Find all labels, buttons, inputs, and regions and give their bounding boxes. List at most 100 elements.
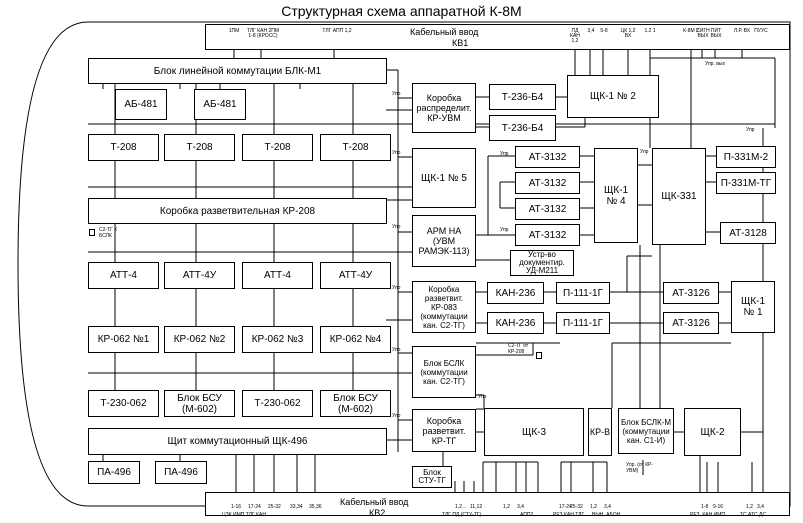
att4-block-2: АТТ-4 — [242, 262, 313, 289]
signal-label: Упр — [392, 285, 401, 291]
bottom-connector-label: 1-8 — [701, 504, 709, 510]
kan236-block-2: КАН-236 — [487, 312, 544, 334]
top-connector-label: 5-8 — [600, 28, 608, 34]
bottom-connector-label: 3,4 — [604, 504, 611, 510]
bslk-block: Блок БСЛК (коммутации кан. С2-ТГ) — [412, 346, 476, 398]
bslk-m-block: Блок БСЛК-М (коммутации кан. С1-И) — [618, 408, 674, 454]
bottom-connector-label: 1,2 — [503, 504, 510, 510]
shk3-block: ЩК-3 — [484, 408, 584, 456]
bottom-connector-label: 1,2 — [746, 504, 753, 510]
bottom-connector-label: 3,4 — [517, 504, 524, 510]
bottom-group-label: ТЛГ ПД (СТУ-ТГ) — [442, 512, 482, 518]
top-connector-label: ПД КАН 1,2 — [570, 28, 580, 44]
bsu-block-1: Блок БСУ (М-602) — [164, 390, 235, 417]
cable-entry-top-label: Кабельный ввод — [410, 27, 479, 37]
top-connector-label: К-8М 2 — [683, 28, 699, 34]
at3132-block-2: АТ-3132 — [515, 172, 580, 194]
bottom-group-label: РЕЗ КАН ТЛГ — [553, 512, 585, 518]
t230-block-1: Т-230-062 — [88, 390, 159, 417]
c2tg-marker-left — [89, 229, 95, 236]
note-c2tg-from-kr208: С2-ТГ от КР-208 — [508, 343, 529, 355]
signal-label: Упр — [500, 227, 509, 233]
signal-label: Упр — [640, 149, 649, 155]
signal-label: Упр — [392, 91, 401, 97]
t208-block-4: Т-208 — [320, 134, 391, 161]
signal-label: Упр — [392, 413, 401, 419]
bottom-connector-label: 1,2... — [455, 504, 467, 510]
shk1-5-block: ЩК-1 № 5 — [412, 148, 476, 208]
top-connector-label: ПИТ ВЫХ — [710, 28, 722, 39]
bottom-group-label: ТС АТС ДС — [740, 512, 767, 518]
cable-entry-top — [205, 24, 790, 50]
cable-entry-top-id: КВ1 — [452, 38, 469, 48]
ab481-block-1: АБ-481 — [115, 89, 167, 120]
top-connector-label: СИГН ВЫХ — [696, 28, 710, 39]
kr-uvm-block: Коробка распределит. КР-УВМ — [412, 83, 476, 133]
t236-block-1: Т-236-Б4 — [489, 84, 556, 110]
kr062-block-2: КР-062 №2 — [164, 326, 235, 353]
note-upr-from-kr-uvm: Упр. (от КР-УВМ) — [626, 462, 654, 474]
at3132-block-1: АТ-3132 — [515, 146, 580, 168]
documenting-device-block: Устр-во документир. УД-М211 — [510, 250, 574, 276]
bottom-connector-label: 35,36 — [309, 504, 322, 510]
kr062-block-4: КР-062 №4 — [320, 326, 391, 353]
bottom-connector-label: 25-32 — [268, 504, 281, 510]
p111-block-2: П-111-1Г — [556, 312, 610, 334]
bottom-connector-label: 33,34 — [290, 504, 303, 510]
bottom-group-label: РЕЗ. КАН ИМП — [690, 512, 725, 518]
bottom-connector-label: 1-16 — [231, 504, 242, 510]
t230-block-2: Т-230-062 — [242, 390, 313, 417]
bottom-group-label: ЦЗК ИМП ТЛГ КАН — [222, 512, 266, 518]
bottom-group-label: ВЫН. АБОН — [592, 512, 621, 518]
shk2-block: ЩК-2 — [684, 408, 741, 456]
at3132-block-3: АТ-3132 — [515, 198, 580, 220]
signal-label: Упр — [500, 151, 509, 157]
at3128-block: АТ-3128 — [720, 222, 776, 244]
at3132-block-4: АТ-3132 — [515, 224, 580, 246]
signal-label: Упр — [746, 127, 755, 133]
att4u-block-1: АТТ-4У — [164, 262, 235, 289]
top-connector-label: ТЛГ АПП 1,2 — [322, 28, 352, 34]
top-connector-label: Л.Р. ВХ — [733, 28, 751, 34]
t236-block-2: Т-236-Б4 — [489, 115, 556, 141]
bsu-block-2: Блок БСУ (М-602) — [320, 390, 391, 417]
shk1-2-block: ЩК-1 № 2 — [567, 75, 659, 118]
top-connector-label: 3,4 — [587, 28, 595, 34]
at3126-block-2: АТ-3126 — [663, 312, 719, 334]
top-connector-label: ПУУС — [754, 28, 768, 34]
kan236-block-1: КАН-236 — [487, 282, 544, 304]
kr-tg-block: Коробка разветвит. КР-ТГ — [412, 409, 476, 452]
bottom-connector-label: 25-32 — [570, 504, 583, 510]
top-connector-label: ТЛГ КАН 2ПМ 1-8 (КРОСС) — [246, 28, 280, 39]
cable-entry-bottom — [205, 492, 790, 516]
t208-block-3: Т-208 — [242, 134, 313, 161]
bottom-connector-label: 11,12 — [470, 504, 483, 510]
bottom-connector-label: 17-24 — [248, 504, 261, 510]
kr062-block-1: КР-062 №1 — [88, 326, 159, 353]
kr062-block-3: КР-062 №3 — [242, 326, 313, 353]
c2tg-marker-right — [536, 352, 542, 359]
bottom-connector-label: 9-16 — [713, 504, 724, 510]
shk1-4-block: ЩК-1 № 4 — [594, 148, 638, 243]
blk-m1-block: Блок линейной коммутации БЛК-М1 — [88, 58, 387, 84]
at3126-block-1: АТ-3126 — [663, 282, 719, 304]
shk496-block: Щит коммутационный ЩК-496 — [88, 428, 387, 455]
signal-label: Упр — [392, 347, 401, 353]
kr-v-block: КР-В — [588, 408, 612, 456]
top-connector-label: ЦК 1,2 ВХ — [620, 28, 636, 39]
pa496-block-1: ПА-496 — [88, 461, 140, 484]
stu-tg-block: Блок СТУ-ТГ — [412, 466, 452, 488]
bottom-connector-label: 3,4 — [757, 504, 764, 510]
att4-block-1: АТТ-4 — [88, 262, 159, 289]
pa496-block-2: ПА-496 — [155, 461, 207, 484]
top-connector-label: 1,2 1 — [644, 28, 656, 34]
p331m2-block: П-331М-2 — [716, 146, 776, 168]
signal-label: Упр — [392, 150, 401, 156]
kr083-block: Коробка разветвит. КР-083 (коммутации ка… — [412, 281, 476, 333]
ab481-block-2: АБ-481 — [194, 89, 246, 120]
bottom-connector-label: 17-24 — [559, 504, 572, 510]
bottom-connector-label: 1,2 — [590, 504, 597, 510]
signal-label: Упр — [392, 224, 401, 230]
t208-block-2: Т-208 — [164, 134, 235, 161]
p331mtg-block: П-331М-ТГ — [716, 172, 776, 194]
